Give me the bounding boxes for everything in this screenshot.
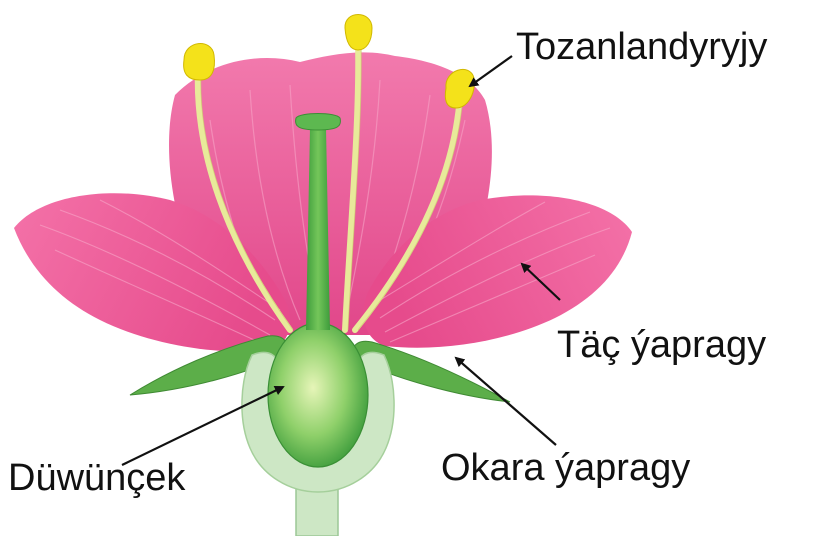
petal-label: Täç ýapragy [557, 326, 766, 364]
stigma [296, 114, 341, 131]
style [306, 128, 330, 330]
anther-arrow [470, 56, 512, 86]
sepal-label: Okara ýapragy [441, 449, 690, 487]
ovary [268, 323, 368, 467]
sepal-arrow [456, 358, 556, 445]
ovary-label: Düwünçek [8, 459, 185, 497]
anther-label: Tozanlandyryjy [516, 28, 767, 66]
